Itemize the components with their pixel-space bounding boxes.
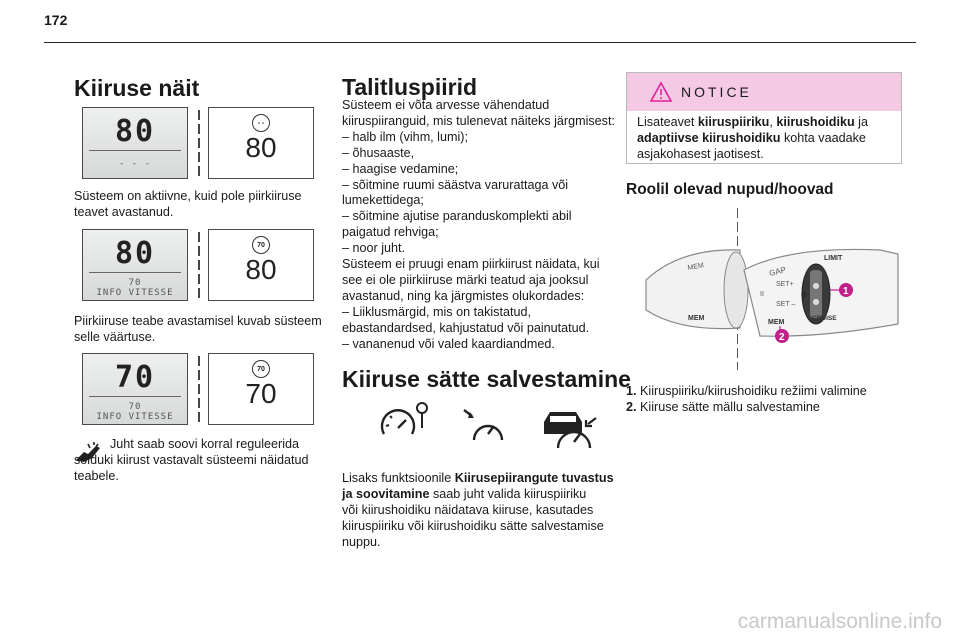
limits-line: – noor juht. — [342, 241, 406, 256]
limits-line: – õhusaaste, — [342, 145, 415, 160]
notice-body: Lisateavet kiiruspiiriku, kiirushoidiku … — [627, 111, 901, 167]
speed-limiter-pictogram-icon — [380, 402, 428, 435]
speed-limit-sign-icon: 70 — [252, 236, 270, 254]
limits-line: kiiruspiiranguid, mis tulenevat näiteks … — [342, 113, 615, 128]
pause-label: II — [760, 291, 764, 298]
speed-sign-display-3: 70 70 — [208, 353, 314, 425]
limits-body: Süsteem ei võta arvesse vähendatud kiiru… — [342, 98, 622, 353]
mem-label-left-top: MEM — [687, 262, 704, 272]
limits-line: see ei ole piirkiiruse märki teatud aja … — [342, 272, 589, 287]
notice-bold-limiter: kiiruspiiriku — [697, 115, 770, 129]
warning-triangle-icon — [649, 81, 673, 102]
mem-label-right: MEM — [768, 319, 785, 326]
top-rule — [44, 42, 916, 43]
display-info-limit: 70 — [128, 278, 142, 288]
limits-line: – sõitmine ruumi säästva varurattaga või — [342, 177, 569, 192]
tip-text: Juht saab soovi korral reguleerida sõidu… — [74, 437, 309, 483]
adaptive-cruise-pictogram-icon — [544, 412, 597, 449]
save-speed-feature-name: Kiirusepiirangute tuvastus ja soovitamin… — [342, 471, 614, 501]
hand-tip-icon — [76, 442, 100, 462]
speed-limit-sign-icon: 70 — [252, 360, 270, 378]
instrument-display-2: 80 70 INFO VITESSE — [82, 229, 188, 301]
mem-label-left: MEM — [688, 315, 705, 322]
limits-line: – haagise vedamine; — [342, 161, 459, 176]
speed-limit-sign-icon: - - — [252, 114, 270, 132]
section-heading-speed-display: Kiiruse näit — [74, 75, 200, 101]
save-speed-line: nuppu. — [342, 534, 381, 549]
notice-box: NOTICE Lisateavet kiiruspiiriku, kiirush… — [626, 72, 902, 164]
limits-line: – sõitmine ajutise paranduskomplekti abi… — [342, 209, 572, 224]
set-plus-label: SET+ — [776, 281, 794, 288]
instrument-display-1: 80 - - - — [82, 107, 188, 179]
display-divider — [89, 272, 181, 273]
limits-line: paigatud rehviga; — [342, 225, 439, 240]
gap-label: GAP — [768, 265, 787, 278]
notice-bold-adaptive: adaptiivse kiirushoidiku — [637, 130, 781, 145]
instrument-display-3: 70 70 INFO VITESSE — [82, 353, 188, 425]
separator-dashes — [198, 232, 200, 298]
sign-speed-value: 80 — [245, 254, 277, 285]
limits-line: – halb ilm (vihm, lumi); — [342, 129, 468, 144]
display-speed-value: 80 — [114, 236, 156, 271]
limits-line: – Liiklusmärgid, mis on takistatud, — [342, 304, 531, 319]
save-speed-line: saab juht valida kiiruspiiriku — [433, 486, 587, 501]
limits-line: lumekettidega; — [342, 193, 424, 208]
notice-bold-cruise: kiirushoidiku — [776, 115, 855, 129]
display-divider — [89, 396, 181, 397]
caption-1: Süsteem on aktiivne, kuid pole piirkiiru… — [74, 189, 302, 219]
list-item: 1. Kiiruspiiriku/kiirushoidiku režiimi v… — [626, 384, 906, 400]
list-item-text: Kiiruse sätte mällu salvestamine — [640, 399, 820, 414]
limits-line: Süsteem ei võta arvesse vähendatud — [342, 98, 550, 112]
section-heading-steering-controls: Roolil olevad nupud/hoovad — [626, 181, 834, 198]
display-divider — [89, 150, 181, 151]
notice-text: asjakohasest jaotisest. — [637, 146, 764, 161]
callout-list: 1. Kiiruspiiriku/kiirushoidiku režiimi v… — [626, 384, 906, 416]
cruise-control-pictogram-icon — [463, 409, 504, 441]
callout-1: 1 — [843, 286, 849, 297]
limits-line: Süsteem ei pruugi enam piirkiirust näida… — [342, 257, 600, 272]
limits-line: – vananenud või valed kaardiandmed. — [342, 336, 555, 351]
sign-speed-value: 80 — [245, 132, 277, 163]
save-speed-line: või kiirushoidiku näidatava kiiruse, kas… — [342, 502, 594, 517]
zero-label: 0 — [801, 290, 806, 300]
notice-title: NOTICE — [681, 84, 752, 100]
callout-2: 2 — [779, 332, 785, 343]
display-info-value: - - - — [118, 159, 152, 169]
notice-text: , — [769, 115, 777, 129]
set-minus-label: SET – — [776, 301, 795, 308]
separator-dashes — [198, 110, 200, 176]
notice-text: kohta vaadake — [780, 130, 866, 145]
save-speed-line: kiiruspiiriku või kiirushoidiku sätte sa… — [342, 518, 604, 533]
notice-text: Lisateavet — [637, 115, 698, 129]
caption-2: Piirkiiruse teabe avastamisel kuvab süst… — [74, 314, 322, 344]
display-speed-value: 70 — [114, 360, 156, 395]
display-info-label: INFO VITESSE — [96, 412, 174, 422]
sign-speed-value: 70 — [245, 378, 277, 409]
list-item-text: Kiiruspiiriku/kiirushoidiku režiimi vali… — [640, 384, 867, 398]
separator-dashes — [198, 356, 200, 422]
watermark: carmanualsonline.info — [737, 610, 942, 633]
notice-text: ja — [854, 115, 868, 129]
limit-label: LIMIT — [824, 255, 843, 262]
display-info-label: INFO VITESSE — [96, 288, 174, 298]
section-heading-limits: Talitluspiirid — [342, 74, 478, 100]
steering-stalk-illustration: GAP LIMIT CRUISE 0 SET+ SET – II MEM MEM… — [645, 248, 899, 343]
display-info-limit: 70 — [128, 402, 142, 412]
speed-sign-display-2: 70 80 — [208, 229, 314, 301]
display-speed-value: 80 — [114, 114, 156, 149]
limits-line: avastanud, ning ka järgmistes olukordade… — [342, 288, 585, 303]
save-speed-text-pre: Lisaks funktsioonile — [342, 471, 455, 485]
page-number: 172 — [44, 12, 68, 28]
list-item: 2. Kiiruse sätte mällu salvestamine — [626, 400, 906, 416]
notice-header: NOTICE — [627, 73, 901, 111]
section-heading-save-speed: Kiiruse sätte salvestamine — [342, 366, 631, 392]
list-item-number: 1. — [626, 384, 637, 398]
speed-sign-display-1: - - 80 — [208, 107, 314, 179]
save-speed-body: Lisaks funktsioonile Kiirusepiirangute t… — [342, 471, 624, 551]
cruise-label: CRUISE — [812, 315, 837, 322]
list-item-number: 2. — [626, 399, 637, 414]
limits-line: ebastandardsed, kahjustatud või painutat… — [342, 320, 590, 335]
